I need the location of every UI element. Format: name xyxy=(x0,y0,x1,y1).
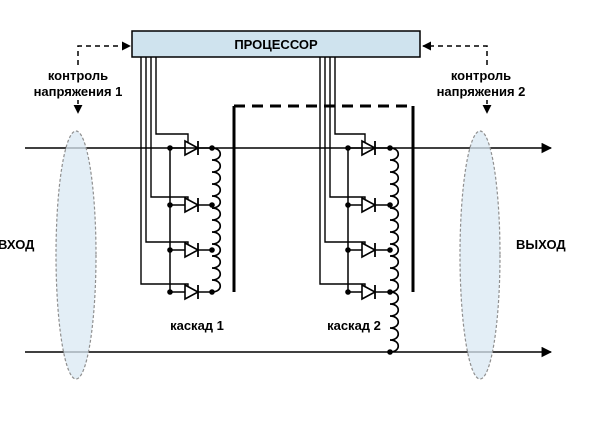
stage-1-node-right-3 xyxy=(209,247,215,253)
stage-1-label: каскад 1 xyxy=(170,318,224,333)
stage-1-control-wire-3 xyxy=(145,57,189,244)
voltage-control-1-label-line1: контроль xyxy=(48,68,108,83)
voltage-control-2-path xyxy=(422,41,488,65)
stage-2 xyxy=(319,57,415,355)
stage-2-diode-3 xyxy=(361,241,377,259)
stage-1-control-wire-4 xyxy=(140,57,189,286)
stage-2-control-wire-1 xyxy=(334,57,366,142)
stage-2-diode-1 xyxy=(361,139,377,157)
stage-1-diode-1 xyxy=(184,139,200,157)
stage-1 xyxy=(140,57,236,301)
stage-1-inductor xyxy=(211,147,222,293)
stage-2-diode-2 xyxy=(361,196,377,214)
stage-1-diode-4 xyxy=(184,283,200,301)
voltage-control-1-label-line2: напряжения 1 xyxy=(34,84,123,99)
voltage-control-2-label-line2: напряжения 2 xyxy=(437,84,526,99)
stage-2-control-wire-3 xyxy=(324,57,366,244)
stage-1-node-right-2 xyxy=(209,202,215,208)
stage-2-bottom-node xyxy=(387,349,393,355)
voltage-control-2-label-line1: контроль xyxy=(451,68,511,83)
voltage-control-1-path xyxy=(77,41,131,65)
stage-2-node-right-2 xyxy=(387,202,393,208)
stage-2-label: каскад 2 xyxy=(327,318,381,333)
input-label: ВХОД xyxy=(0,237,35,252)
stage-1-control-wire-1 xyxy=(155,57,189,142)
stage-1-diode-3 xyxy=(184,241,200,259)
processor-label: ПРОЦЕССОР xyxy=(234,37,318,52)
stage-1-diode-2 xyxy=(184,196,200,214)
output-label: ВЫХОД xyxy=(516,237,566,252)
stage-2-control-wire-4 xyxy=(319,57,366,286)
stage-2-inductor xyxy=(389,147,400,353)
processor-box xyxy=(131,30,421,58)
stage-2-diode-4 xyxy=(361,283,377,301)
output-coupler-ellipse xyxy=(459,130,501,380)
stage-2-node-right-3 xyxy=(387,247,393,253)
input-coupler-ellipse xyxy=(55,130,97,380)
